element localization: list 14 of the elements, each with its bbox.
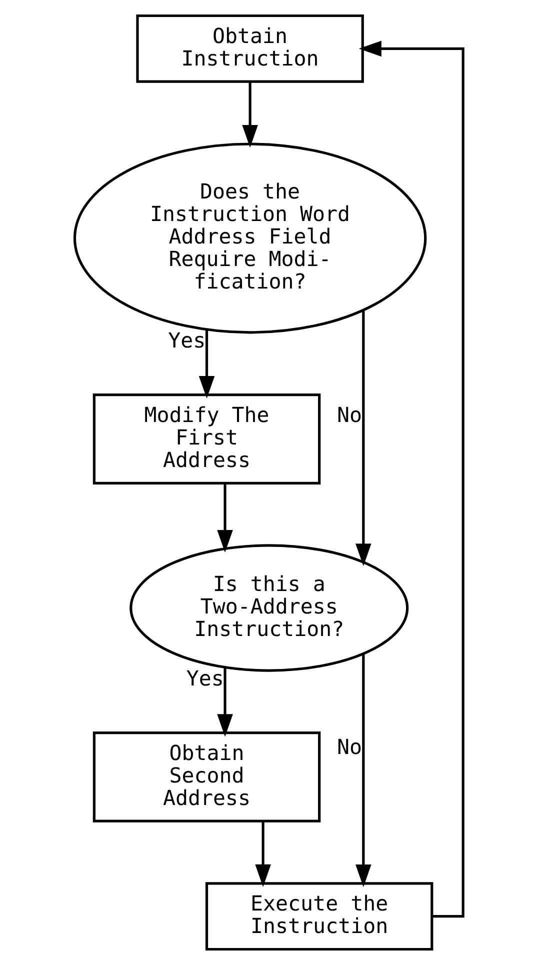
arrow <box>242 82 258 148</box>
arrow <box>254 822 270 887</box>
edge-label: No <box>336 402 362 427</box>
node-box: Obtain Instruction <box>136 14 364 83</box>
node-box: Obtain Second Address <box>92 731 320 822</box>
arrow <box>216 668 232 737</box>
node-box: Execute the Instruction <box>204 882 433 951</box>
arrow <box>198 330 214 399</box>
arrow <box>216 483 232 553</box>
arrow <box>355 654 371 888</box>
node-box: Modify The First Address <box>92 394 320 484</box>
edge-label: No <box>336 735 362 760</box>
arrow <box>355 310 371 566</box>
arrow <box>358 40 464 918</box>
